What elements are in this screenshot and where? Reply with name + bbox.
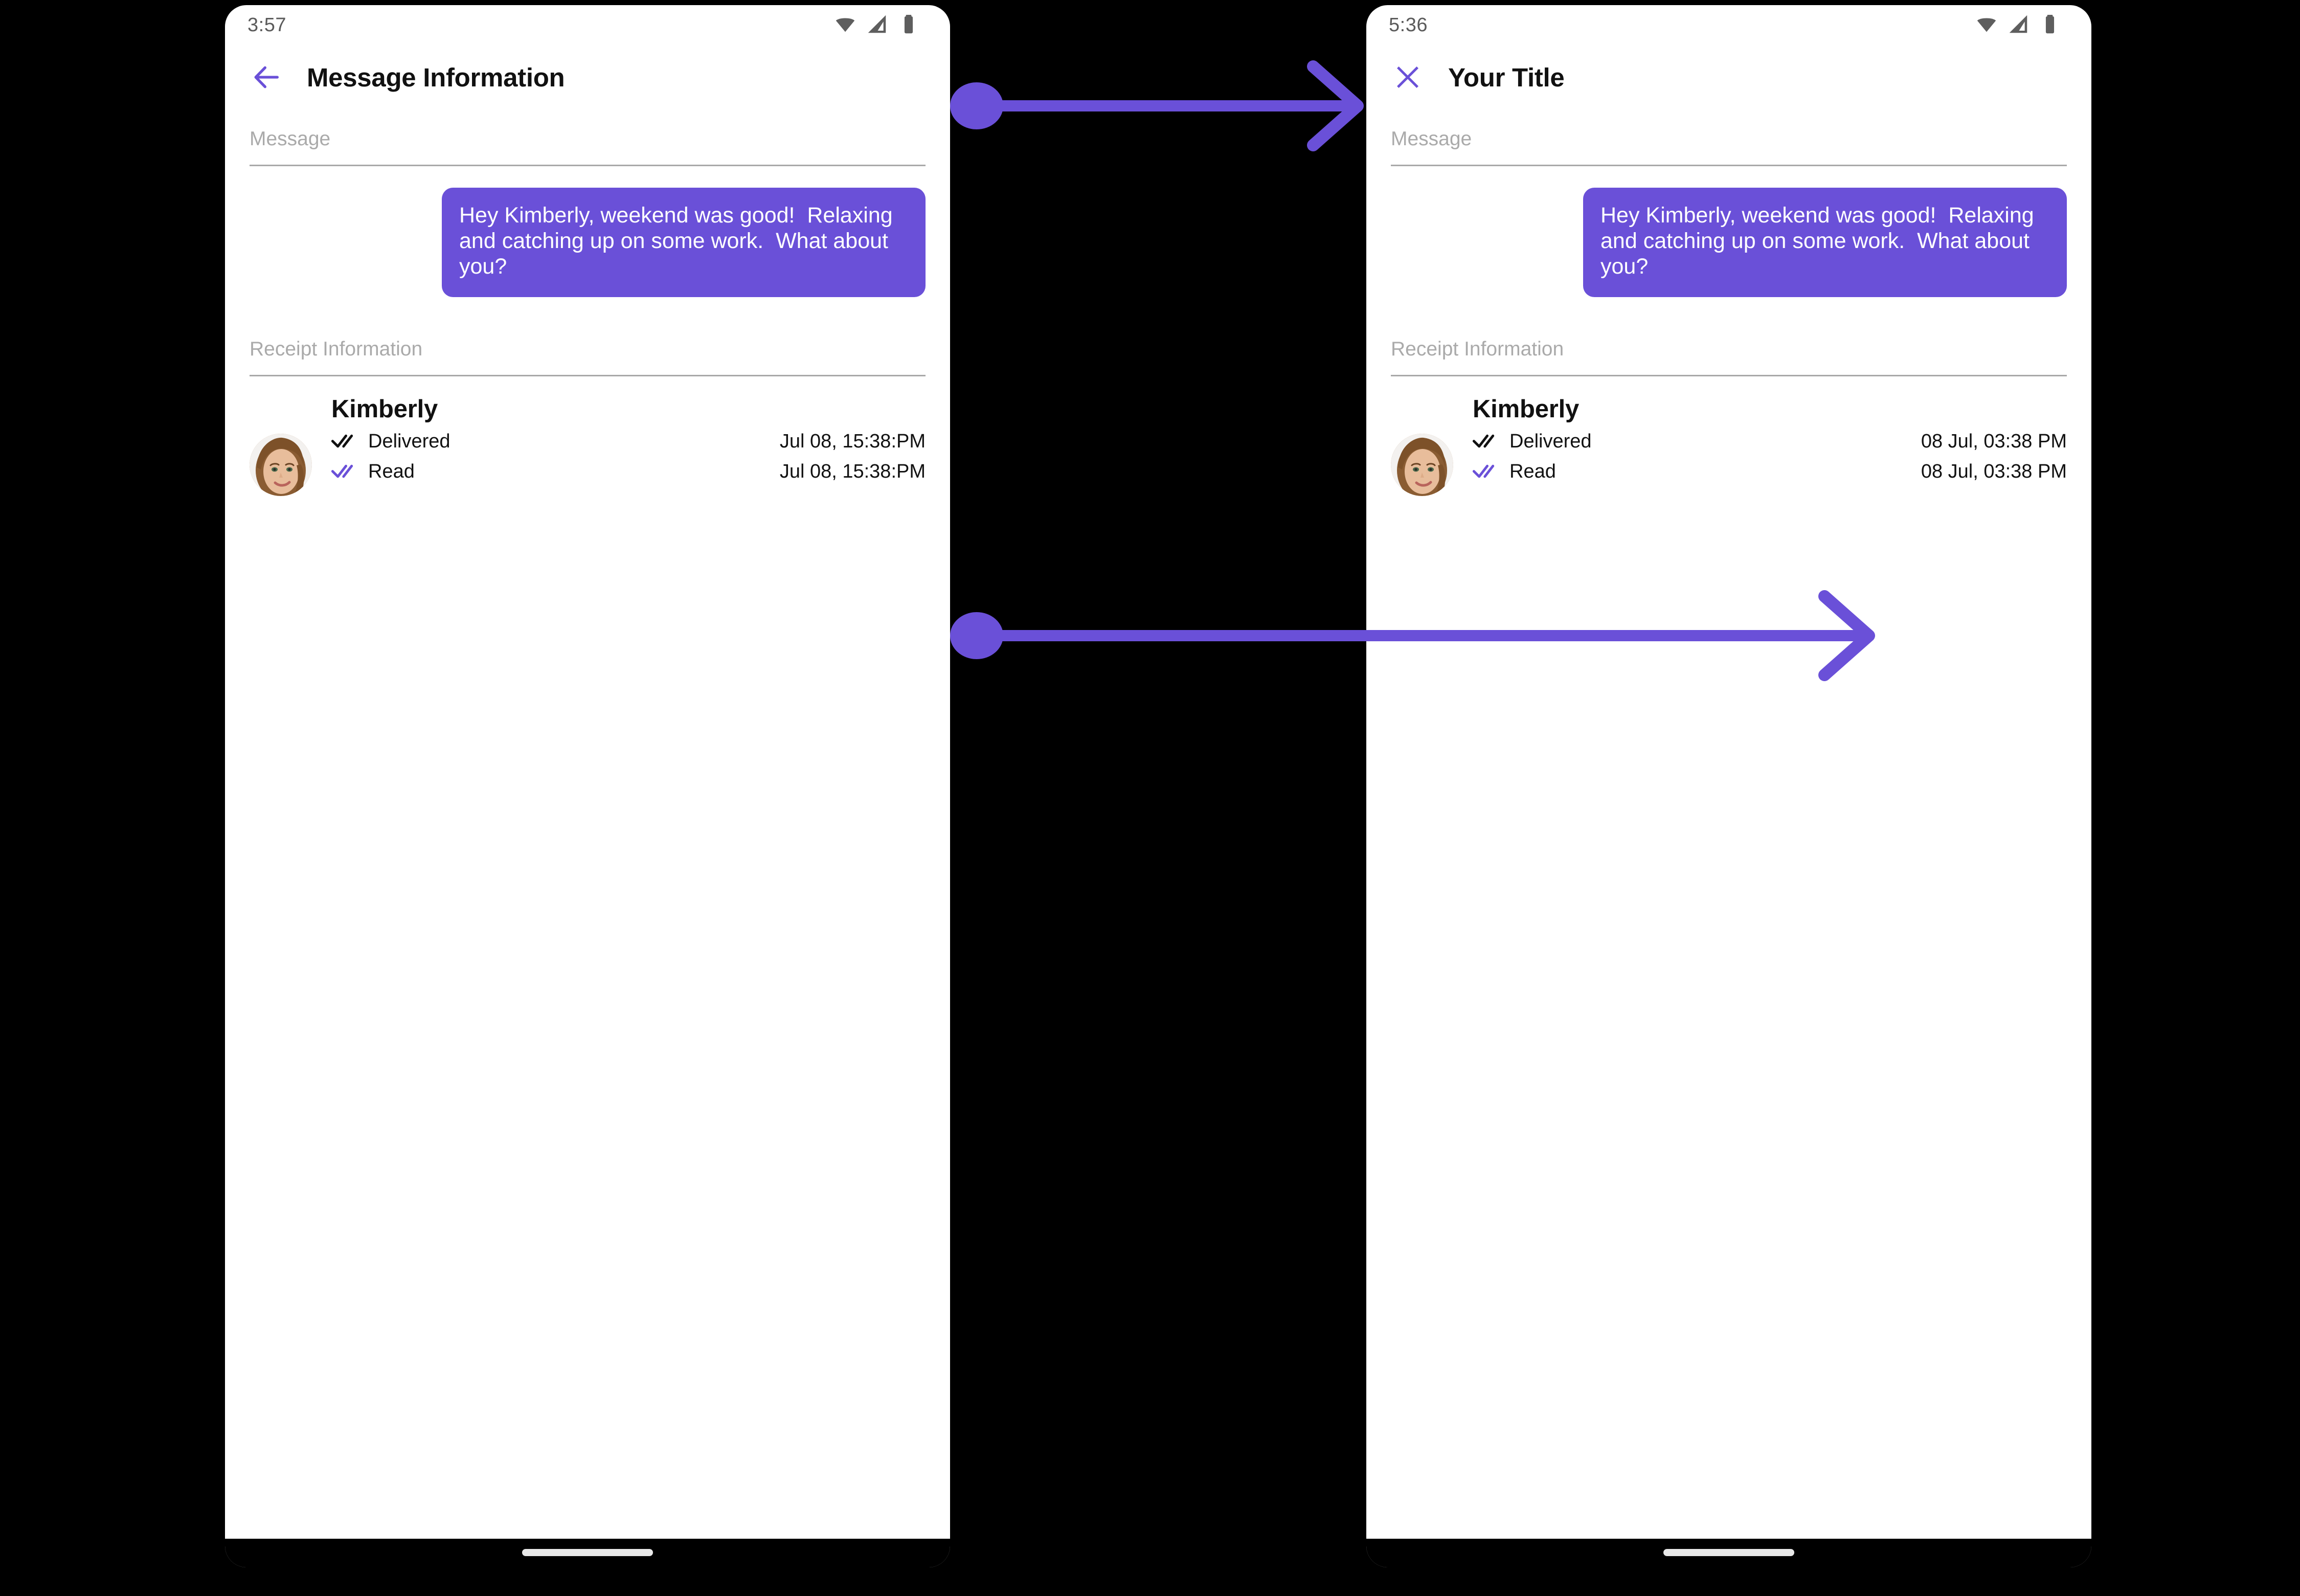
app-bar: Your Title: [1366, 45, 2091, 109]
gesture-nav-area: [225, 1539, 950, 1567]
spacer: [1366, 297, 2091, 320]
receipt-row-delivered: Delivered Jul 08, 15:38:PM: [331, 426, 926, 457]
receipt-status-label: Delivered: [368, 430, 450, 452]
phone-screen-right: 5:36 Your Title Message Hey Kimberly, we…: [1366, 5, 2091, 1567]
contact-name: Kimberly: [1473, 395, 1580, 423]
back-arrow-icon[interactable]: [247, 58, 285, 96]
phone-screen-left: 3:57 Message Information Message Hey Kim…: [225, 5, 950, 1567]
receipt-status-label: Read: [1509, 460, 1556, 482]
message-section-label: Message: [1391, 128, 1472, 150]
page-title: Your Title: [1448, 62, 1565, 92]
message-section: Message: [1366, 109, 2091, 166]
app-bar: Message Information: [225, 45, 950, 109]
message-section: Message: [225, 109, 950, 166]
receipt-block: Kimberly: [225, 376, 950, 496]
receipt-row-read: Read Jul 08, 15:38:PM: [331, 457, 926, 487]
receipt-row-delivered: Delivered 08 Jul, 03:38 PM: [1472, 426, 2067, 457]
contact-name: Kimberly: [331, 395, 438, 423]
double-check-icon: [1472, 460, 1500, 483]
gesture-nav-area: [1366, 1539, 2091, 1567]
message-bubble: Hey Kimberly, weekend was good! Relaxing…: [1583, 188, 2067, 297]
status-icons: [833, 12, 920, 38]
wifi-icon: [833, 12, 857, 38]
receipt-status-label: Read: [368, 460, 415, 482]
message-bubble: Hey Kimberly, weekend was good! Relaxing…: [442, 188, 926, 297]
gesture-pill[interactable]: [1663, 1549, 1794, 1556]
avatar: [250, 433, 312, 496]
double-check-icon: [1472, 430, 1500, 453]
section-divider: [250, 374, 926, 376]
receipt-timestamp: Jul 08, 15:38:PM: [779, 430, 926, 452]
receipt-section-label: Receipt Information: [250, 338, 423, 360]
close-icon[interactable]: [1389, 58, 1427, 96]
annotation-arrow-title: [950, 60, 1364, 151]
receipt-timestamp: 08 Jul, 03:38 PM: [1921, 430, 2067, 452]
status-time: 3:57: [247, 14, 286, 36]
spacer: [225, 297, 950, 320]
receipt-row-read: Read 08 Jul, 03:38 PM: [1472, 457, 2067, 487]
message-bubble-row: Hey Kimberly, weekend was good! Relaxing…: [225, 166, 950, 297]
battery-icon: [897, 12, 920, 38]
receipt-section: Receipt Information: [1366, 320, 2091, 376]
receipt-timestamp: Jul 08, 15:38:PM: [779, 460, 926, 482]
avatar: [1391, 433, 1453, 496]
receipt-section: Receipt Information: [225, 320, 950, 376]
receipt-block: Kimberly: [1366, 376, 2091, 496]
signal-icon: [865, 12, 889, 38]
status-icons: [1975, 12, 2062, 38]
gesture-pill[interactable]: [522, 1549, 653, 1556]
status-bar: 5:36: [1366, 5, 2091, 45]
message-bubble-row: Hey Kimberly, weekend was good! Relaxing…: [1366, 166, 2091, 297]
status-time: 5:36: [1389, 14, 1428, 36]
message-section-label: Message: [250, 128, 331, 150]
receipt-status-label: Delivered: [1509, 430, 1592, 452]
receipt-rows: Delivered Jul 08, 15:38:PM Read Jul 08, …: [331, 426, 926, 487]
receipt-timestamp: 08 Jul, 03:38 PM: [1921, 460, 2067, 482]
double-check-icon: [331, 430, 359, 453]
status-bar: 3:57: [225, 5, 950, 45]
receipt-rows: Delivered 08 Jul, 03:38 PM Read 08 Jul, …: [1472, 426, 2067, 487]
double-check-icon: [331, 460, 359, 483]
section-divider: [1391, 374, 2067, 376]
signal-icon: [2006, 12, 2030, 38]
page-title: Message Information: [307, 62, 565, 92]
wifi-icon: [1975, 12, 1998, 38]
receipt-section-label: Receipt Information: [1391, 338, 1564, 360]
section-divider: [1391, 165, 2067, 166]
battery-icon: [2038, 12, 2062, 38]
section-divider: [250, 165, 926, 166]
